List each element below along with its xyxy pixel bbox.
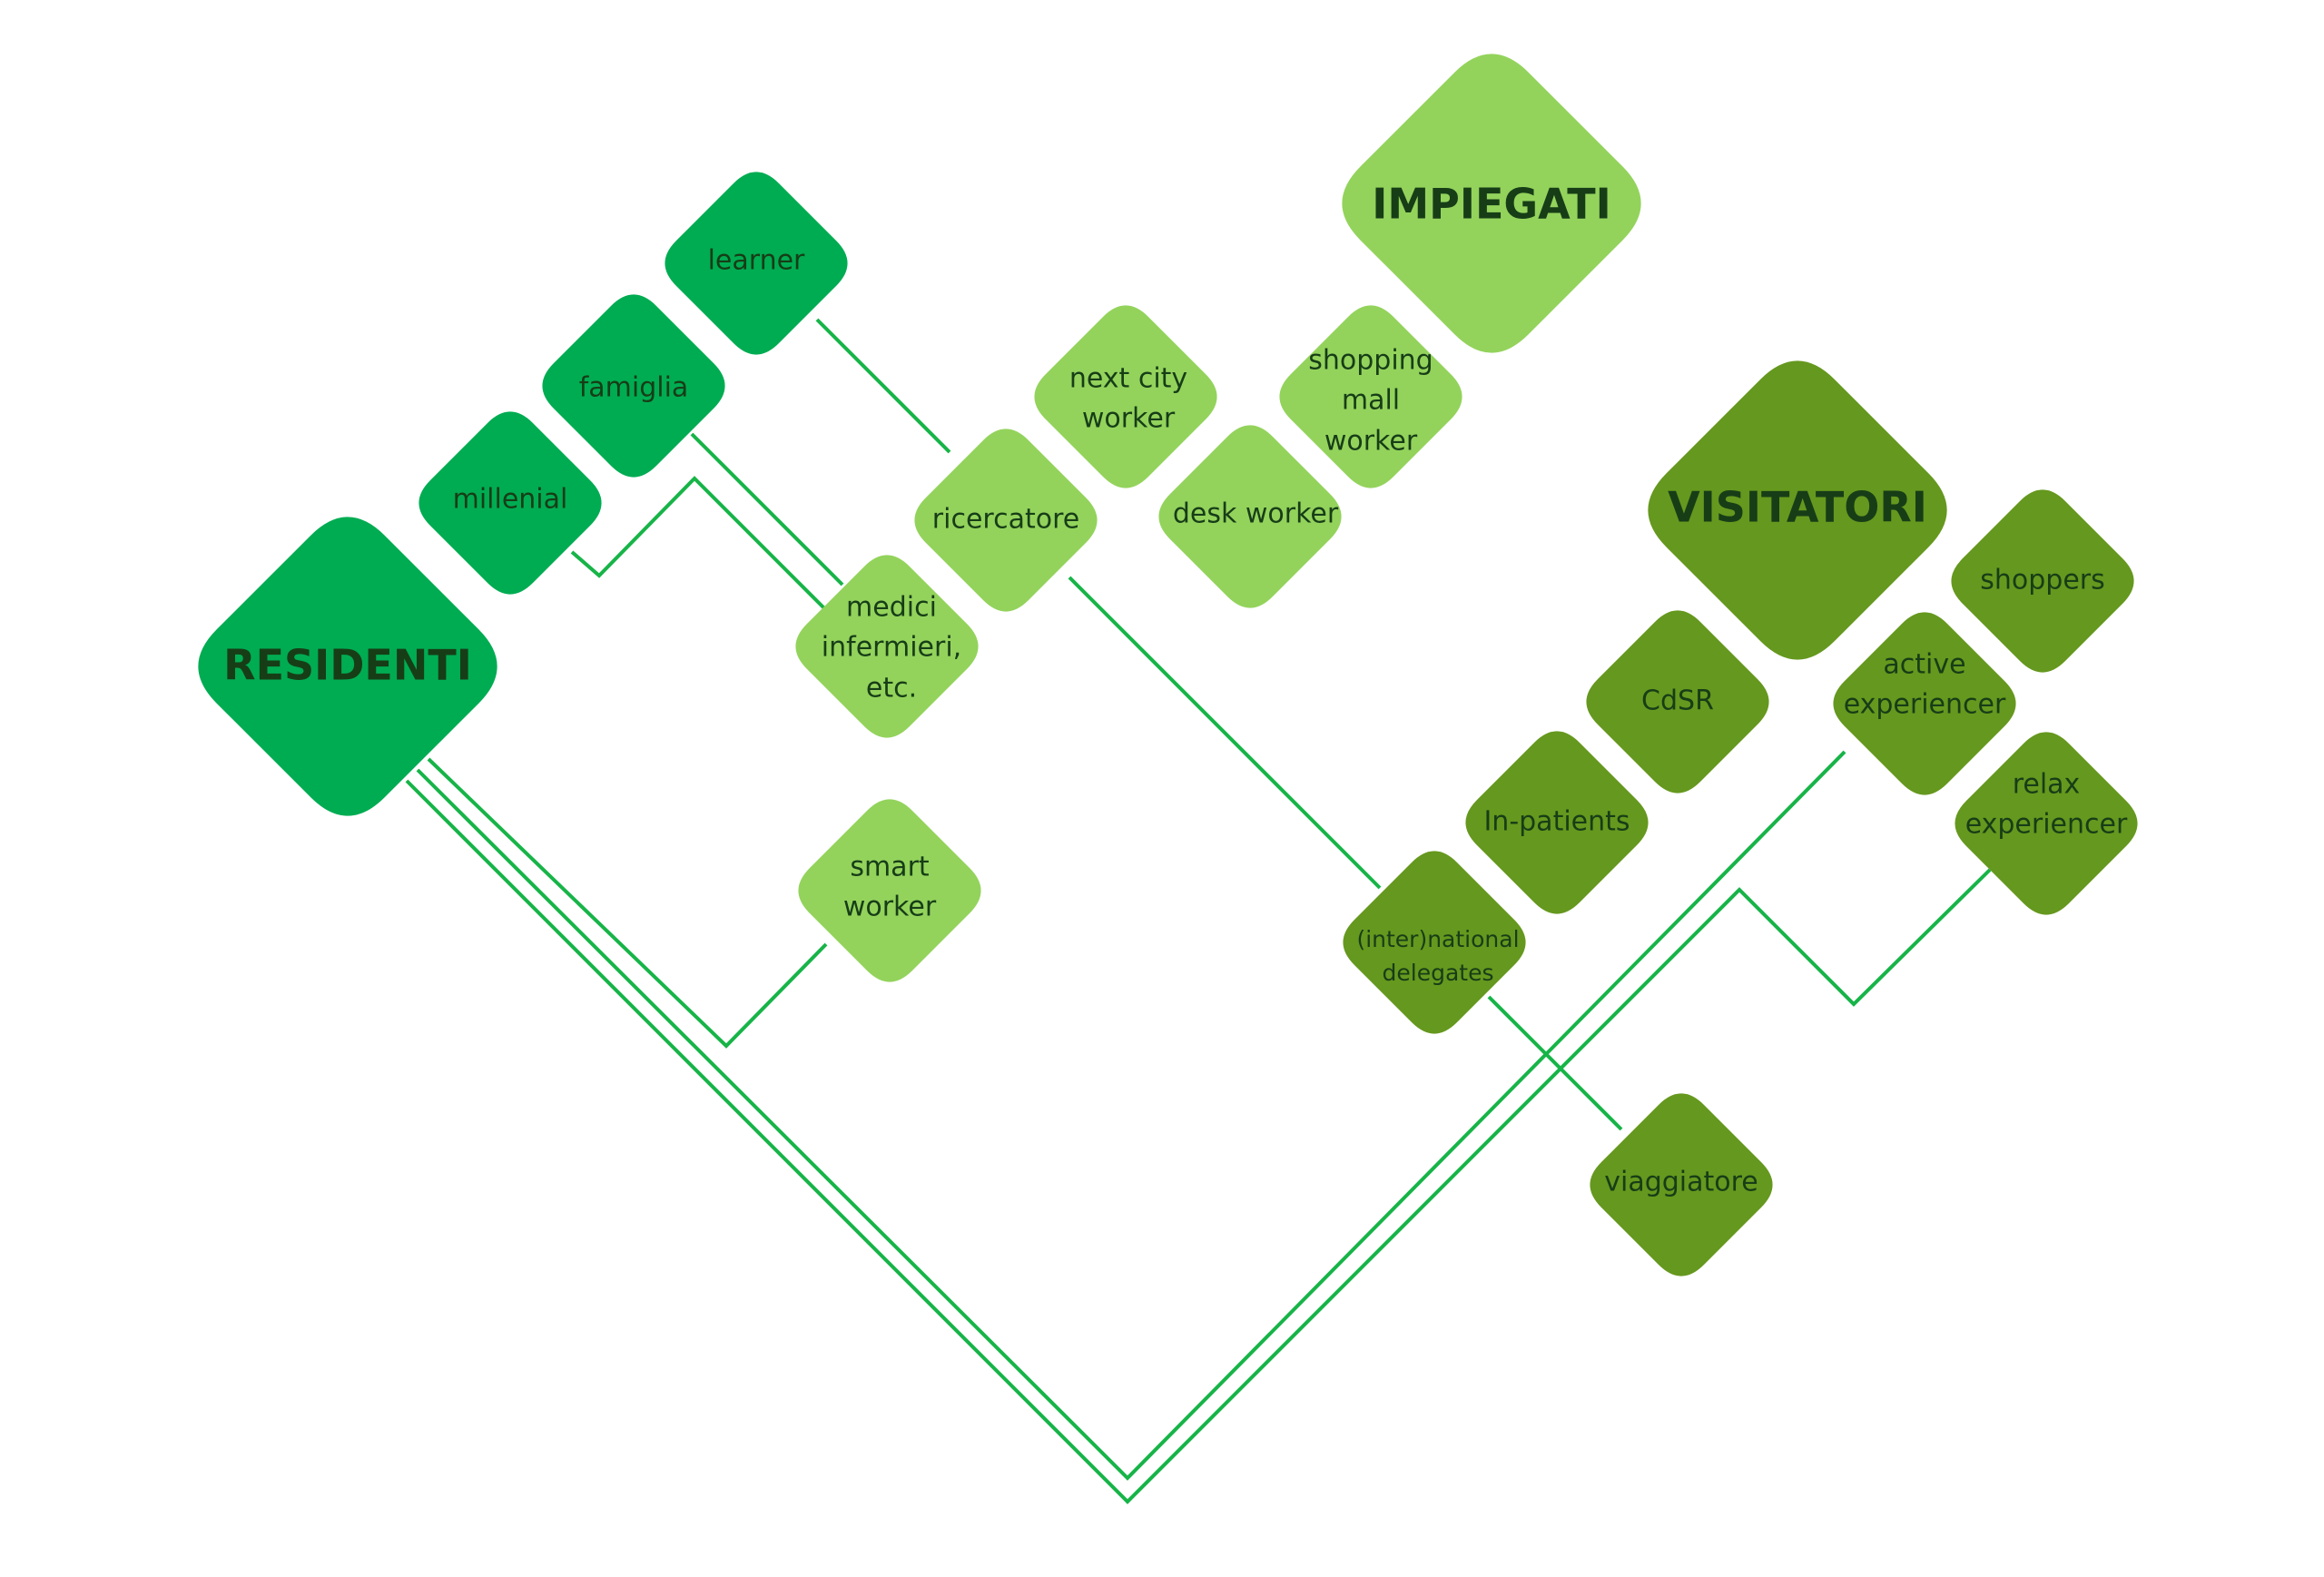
label-international-delegates: (inter)national — [1356, 926, 1519, 952]
label-smart-worker-2: worker — [843, 892, 937, 923]
group-label-residenti: RESIDENTI — [223, 641, 472, 690]
label-famiglia: famiglia — [579, 372, 689, 404]
label-smart-worker: smart — [850, 852, 930, 883]
label-millenial: millenial — [453, 484, 568, 516]
label-relax-experiencer-2: experiencer — [1965, 809, 2128, 841]
label-relax-experiencer: relax — [2013, 769, 2081, 801]
label-viaggiatore: viaggiatore — [1604, 1167, 1758, 1198]
label-learner: learner — [708, 245, 805, 277]
connector-famiglia-medici — [690, 432, 844, 586]
label-ricercatore: ricercatore — [932, 504, 1079, 536]
label-active-experiencer: active — [1883, 649, 1965, 681]
connector-residenti-smart-worker — [427, 757, 828, 1049]
connector-ricercatore-viaggiatore — [1068, 576, 1382, 890]
connector-lines — [405, 318, 1992, 1504]
connector-residenti-visitatori-b — [405, 779, 1992, 1504]
connector-residenti-visitatori-a — [416, 750, 1846, 1481]
label-in-patients: In-patients — [1483, 806, 1630, 838]
label-shopping-mall-worker-3: worker — [1324, 426, 1418, 458]
label-international-delegates-2: delegates — [1383, 960, 1494, 986]
group-label-visitatori: VISITATORI — [1668, 483, 1927, 532]
label-shoppers: shoppers — [1980, 565, 2105, 596]
label-medici: medici — [846, 592, 937, 624]
label-medici-3: etc. — [866, 673, 917, 705]
label-shopping-mall-worker: shopping — [1308, 345, 1433, 377]
label-medici-2: infermieri, — [822, 632, 961, 664]
label-desk-worker: desk worker — [1173, 498, 1339, 530]
label-next-city-worker-2: worker — [1082, 403, 1176, 435]
tile-next-city-worker — [1034, 305, 1217, 488]
label-cdsr: CdSR — [1641, 685, 1714, 717]
label-shopping-mall-worker-2: mall — [1342, 385, 1400, 417]
label-active-experiencer-2: experiencer — [1844, 689, 2006, 721]
connector-delegates-viaggiatore — [1487, 995, 1623, 1131]
group-label-impiegati: IMPIEGATI — [1372, 180, 1610, 229]
connector-learner-ricercatore — [815, 318, 951, 454]
label-next-city-worker: next city — [1069, 363, 1187, 395]
connector-millenial-medici — [570, 476, 828, 612]
